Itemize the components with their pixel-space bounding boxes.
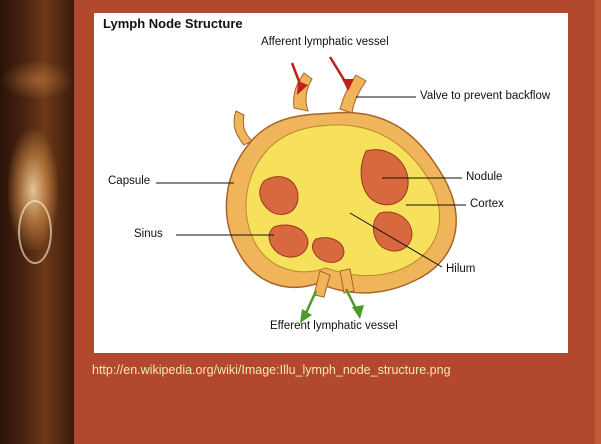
lymph-node-diagram: Lymph Node Structure [94, 13, 568, 353]
decorative-glass-outline [18, 200, 52, 264]
side-vessel [234, 111, 252, 145]
efferent-arrow-left [306, 291, 316, 313]
efferent-label: Efferent lymphatic vessel [270, 320, 398, 332]
sinus-label: Sinus [134, 228, 163, 240]
decorative-right-band [595, 0, 601, 444]
nodule-label: Nodule [466, 171, 502, 183]
hilum-label: Hilum [446, 263, 475, 275]
efferent-arrowhead-right [352, 305, 364, 319]
afferent-label: Afferent lymphatic vessel [261, 36, 389, 48]
decorative-glow [0, 60, 74, 100]
decorative-sidebar-image [0, 0, 74, 444]
source-url: http://en.wikipedia.org/wiki/Image:Illu_… [92, 363, 451, 377]
cortex-label: Cortex [470, 198, 504, 210]
afferent-vessel-left [294, 73, 312, 111]
valve-label: Valve to prevent backflow [420, 90, 550, 102]
capsule-label: Capsule [108, 175, 150, 187]
lymph-node-illustration [94, 13, 568, 353]
diagram-title: Lymph Node Structure [103, 16, 243, 31]
